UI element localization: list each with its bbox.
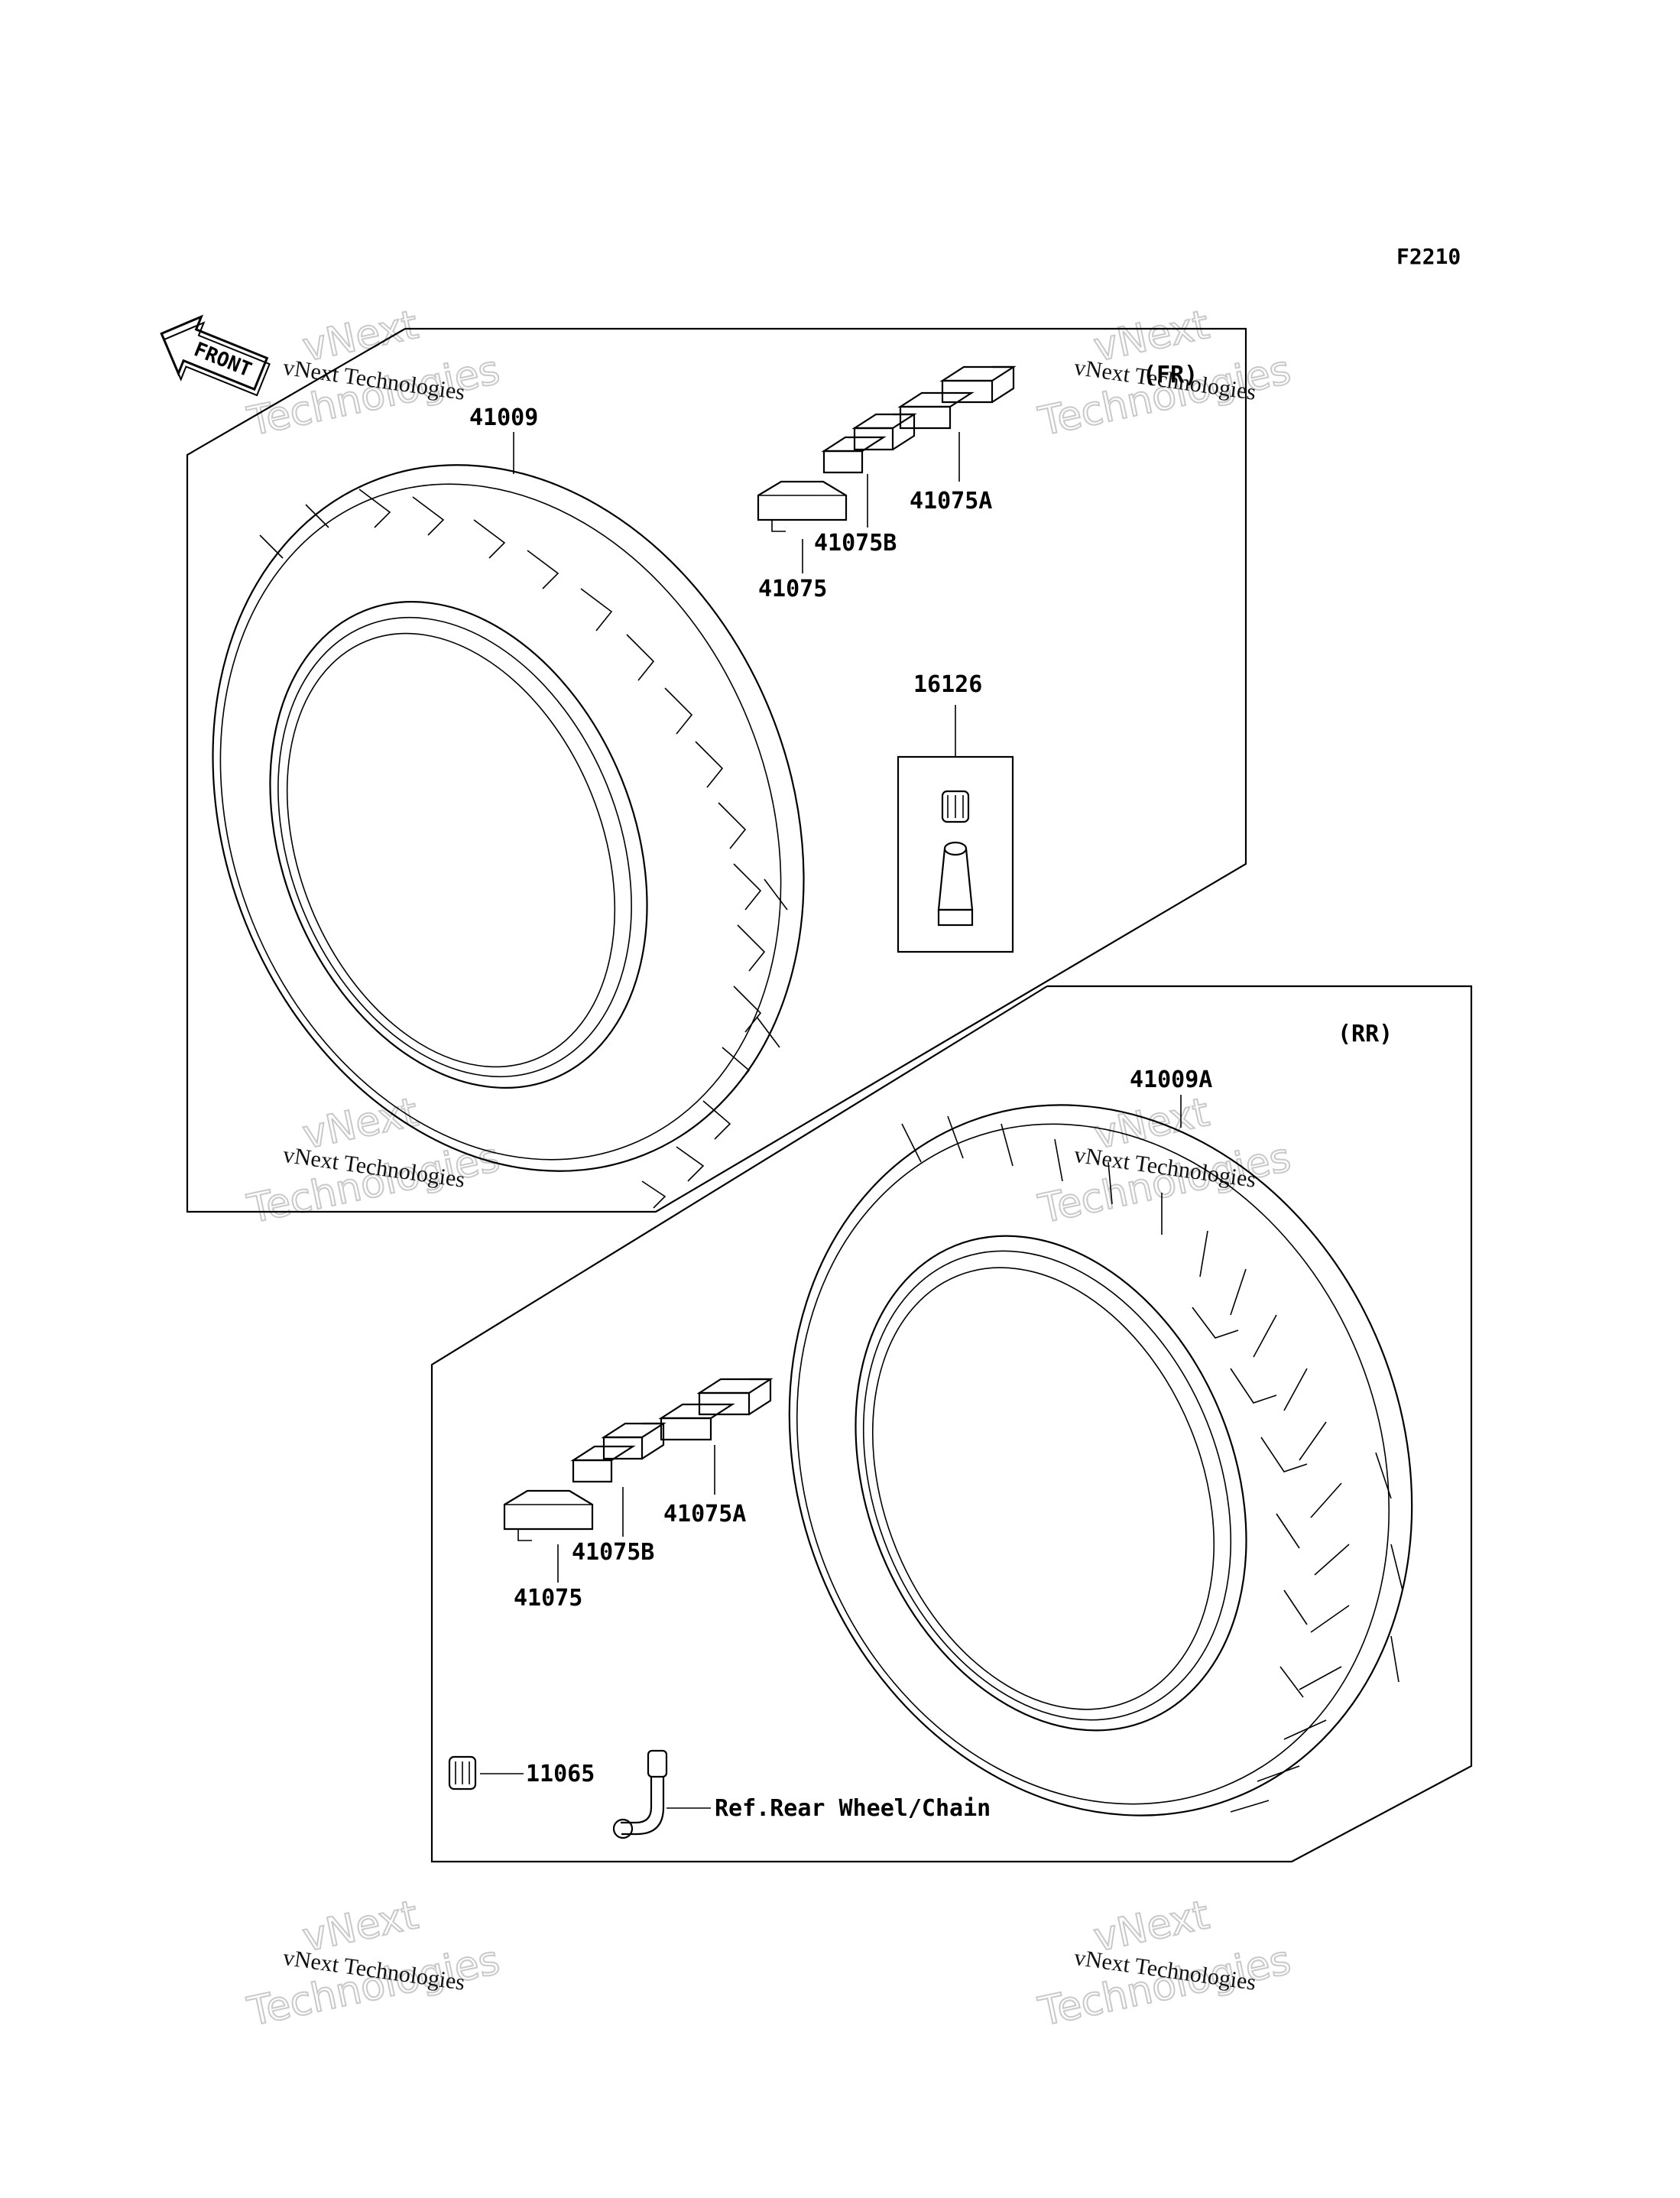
watermark-big: Technologies [244,1937,504,2035]
front-tire-part-number: 41009 [469,404,538,431]
front-weight-b-part-number: 41075B [814,530,897,557]
front-balance-weight-icon [757,480,848,532]
front-section-tag: (FR) [1143,362,1198,388]
rear-balance-weight-b-icon [570,1422,666,1483]
watermark-group: vNext Technologies vNext Technologies vN… [243,301,1296,2036]
front-valve-part-number: 16126 [913,671,982,698]
valve-icon [937,790,974,927]
rear-section-frame [430,985,1473,1863]
rear-tire [788,1104,1413,1817]
rear-balance-weight-icon [503,1489,594,1541]
front-balance-weight-a-icon [897,365,1017,430]
rear-tire-part-number: 41009A [1130,1067,1212,1093]
rear-balance-weight-a-icon [658,1378,774,1441]
valve-cap-icon [448,1755,477,1791]
rear-valve-cap-part-number: 11065 [526,1761,595,1787]
rear-weight-part-number: 41075 [514,1585,582,1612]
front-balance-weight-b-icon [821,413,917,474]
front-weight-a-part-number: 41075A [910,488,992,515]
front-weight-part-number: 41075 [758,576,827,602]
front-tire [212,464,805,1209]
front-valve-box [897,755,1014,953]
angled-valve-icon [612,1749,668,1839]
front-section-frame [186,327,1247,1213]
front-arrow-icon: FRONT [160,314,271,397]
rear-section-tag: (RR) [1338,1021,1393,1047]
diagram-code: F2210 [1396,244,1461,269]
watermark-big: Technologies [1035,1135,1295,1232]
rear-valve-reference: Ref.Rear Wheel/Chain [715,1795,991,1822]
rear-weight-a-part-number: 41075A [663,1501,746,1528]
watermark-big: Technologies [1035,1937,1295,2035]
rear-weight-b-part-number: 41075B [572,1539,654,1566]
watermark-big: Technologies [244,1135,504,1232]
watermark-big: Technologies [244,347,504,445]
